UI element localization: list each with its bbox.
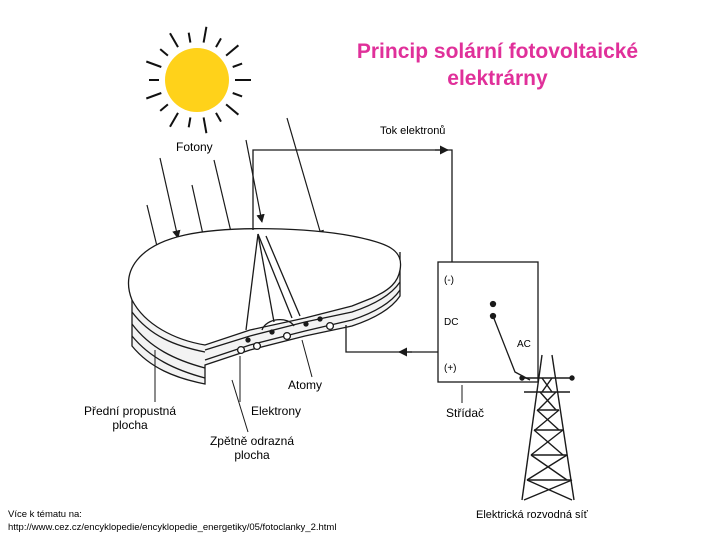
sun-ray bbox=[169, 32, 179, 48]
label-inverter: Střídač bbox=[446, 406, 485, 420]
sun-ray bbox=[187, 117, 192, 128]
label-plus: (+) bbox=[444, 363, 457, 374]
label-dc: DC bbox=[444, 317, 459, 328]
title-line-1: Princip solární fotovoltaické bbox=[356, 40, 639, 63]
sun-ray bbox=[202, 26, 208, 43]
source-note: Více k tématu na: http://www.cez.cz/ency… bbox=[8, 508, 336, 534]
label-back-surface: Zpětně odrazná plocha bbox=[209, 434, 295, 462]
sun-ray bbox=[232, 62, 243, 68]
diagram-title: Princip solární fotovoltaické elektrárny bbox=[300, 38, 695, 92]
sun-icon bbox=[145, 26, 251, 134]
inverter-box bbox=[437, 261, 539, 383]
source-url: http://www.cez.cz/encyklopedie/encyklope… bbox=[8, 522, 337, 533]
sun-ray bbox=[187, 32, 192, 43]
sun-ray bbox=[202, 117, 208, 134]
leader-lines bbox=[154, 339, 463, 433]
title-line-2: elektrárny bbox=[447, 67, 548, 90]
power-pylon-icon bbox=[519, 354, 575, 501]
label-atoms: Atomy bbox=[288, 378, 323, 392]
sun-ray bbox=[145, 60, 162, 68]
label-ac: AC bbox=[517, 339, 531, 350]
label-minus: (-) bbox=[444, 275, 454, 286]
sun-ray bbox=[159, 48, 169, 57]
sun-ray bbox=[169, 112, 179, 128]
sun-ray bbox=[225, 103, 240, 116]
sun-ray bbox=[215, 37, 222, 48]
label-electrons: Elektrony bbox=[251, 404, 302, 418]
label-electron-flow: Tok elektronů bbox=[380, 125, 446, 137]
label-front-surface: Přední propustná plocha bbox=[83, 404, 177, 432]
solar-cell bbox=[127, 228, 402, 385]
source-heading: Více k tématu na: bbox=[8, 509, 82, 520]
label-photons: Fotony bbox=[176, 140, 213, 154]
label-grid: Elektrická rozvodná síť bbox=[476, 509, 588, 521]
sun-ray bbox=[145, 92, 162, 100]
sun-ray bbox=[159, 103, 169, 112]
sun-ray bbox=[225, 44, 240, 57]
sun-ray bbox=[232, 92, 243, 98]
sun-ray bbox=[215, 112, 222, 123]
